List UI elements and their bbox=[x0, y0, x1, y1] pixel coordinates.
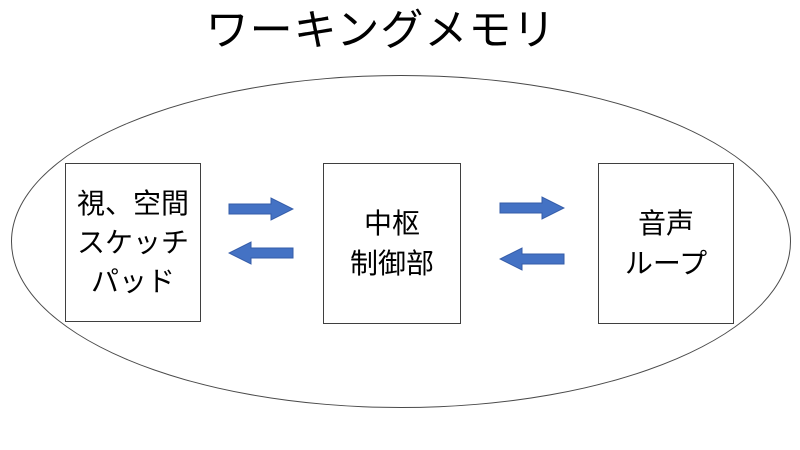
diagram-title: ワーキングメモリ bbox=[205, 7, 557, 55]
arrow-left-shape bbox=[499, 247, 565, 271]
arrow-left-shape bbox=[228, 241, 294, 265]
box-phonological-loop-label: 音声 ループ bbox=[624, 208, 708, 279]
box-phonological-loop: 音声 ループ bbox=[598, 163, 734, 324]
arrow-right-shape bbox=[228, 197, 294, 221]
box-central-executive-label: 中枢 制御部 bbox=[349, 208, 434, 279]
box-visuospatial-sketchpad-label: 視、空間 スケッチ パッド bbox=[76, 187, 189, 298]
arrow-left-icon bbox=[228, 241, 294, 265]
box-central-executive: 中枢 制御部 bbox=[323, 163, 461, 324]
arrow-left-icon bbox=[499, 247, 565, 271]
working-memory-boundary-ellipse bbox=[11, 75, 791, 408]
box-visuospatial-sketchpad: 視、空間 スケッチ パッド bbox=[65, 163, 201, 322]
arrow-right-icon bbox=[228, 197, 294, 221]
arrow-right-icon bbox=[499, 196, 565, 220]
arrow-right-shape bbox=[499, 196, 565, 220]
